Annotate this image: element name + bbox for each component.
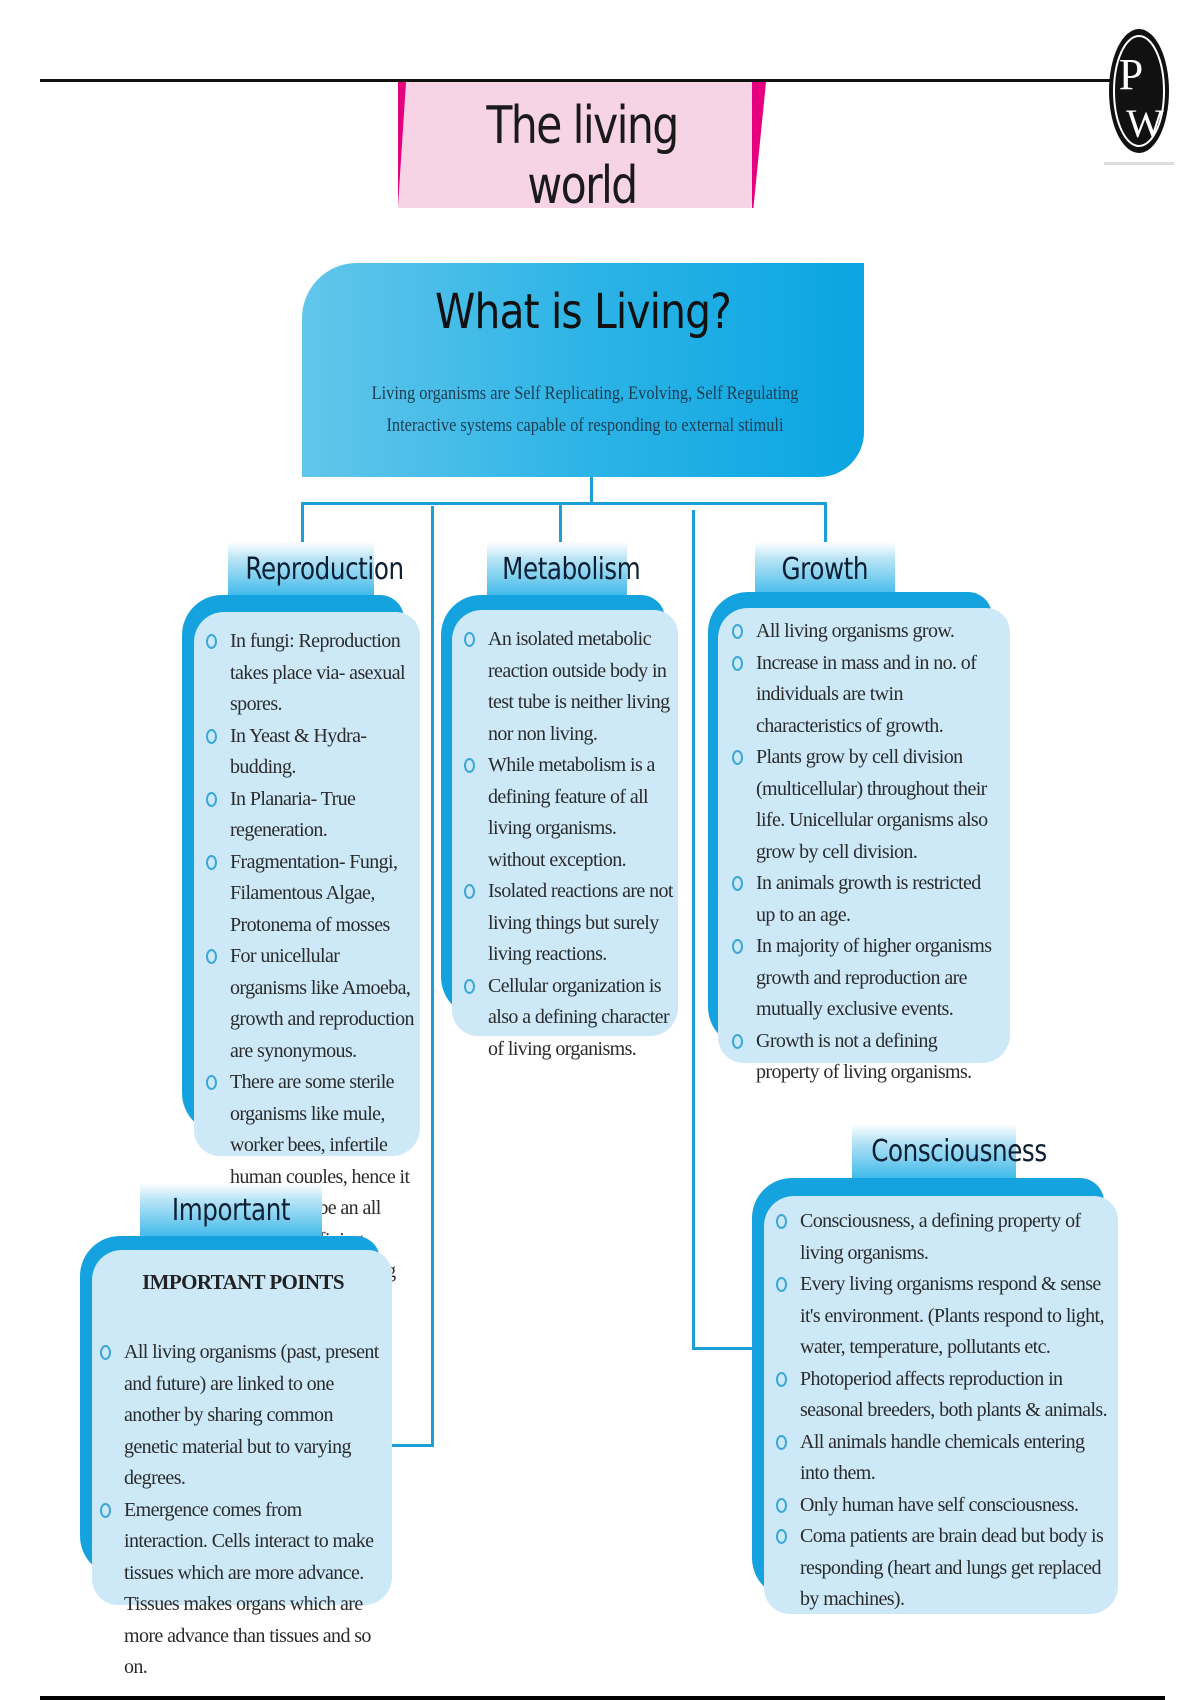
title-accent-left [398, 82, 406, 206]
list-item: All living organisms grow. [732, 616, 1000, 648]
bullet-icon [776, 1434, 787, 1450]
bullet-icon [464, 978, 475, 994]
bullet-icon [732, 750, 743, 765]
bullet-icon [776, 1277, 787, 1292]
title-banner [398, 82, 766, 208]
section-tab-important: Important Points [140, 1183, 322, 1284]
pw-logo-icon: P W [1109, 29, 1169, 153]
root-subtitle-line: Interactive systems capable of respondin… [386, 415, 784, 436]
header-rule [40, 79, 1110, 82]
list-item: Coma patients are brain dead but body is… [776, 1521, 1114, 1616]
bullet-icon [206, 854, 217, 870]
bullet-icon [464, 632, 475, 647]
list-important: All living organisms (past, present and … [100, 1337, 386, 1684]
list-item: Fragmentation- Fungi, Filamentous Algae,… [206, 847, 416, 942]
list-item: All animals handle chemicals entering in… [776, 1427, 1114, 1490]
bullet-icon [206, 1075, 217, 1090]
title-accent-right [752, 82, 766, 208]
list-item: Cellular organization is also a defining… [464, 971, 674, 1066]
connector-horizontal-bus [301, 502, 827, 505]
bullet-icon [206, 791, 217, 807]
connector-consciousness-horizontal [692, 1347, 752, 1350]
bullet-icon [732, 1033, 743, 1049]
list-item: In fungi: Reproduction takes place via- … [206, 626, 416, 721]
bullet-icon [776, 1371, 787, 1387]
list-item: Photoperiod affects reproduction in seas… [776, 1364, 1114, 1427]
list-item: For unicellular organisms like Amoeba, g… [206, 941, 416, 1067]
card-consciousness: Consciousness, a defining property of li… [764, 1196, 1118, 1614]
section-title-growth: Growth [781, 552, 869, 587]
list-metabolism: An isolated metabolic reaction outside b… [464, 624, 674, 1065]
root-subtitle: Living organisms are Self Replicating, E… [366, 378, 805, 442]
bullet-icon [100, 1345, 111, 1360]
list-item: Emergence comes from interaction. Cells … [100, 1495, 386, 1684]
bullet-icon [776, 1214, 787, 1229]
bullet-icon [776, 1497, 787, 1513]
bullet-icon [464, 884, 475, 899]
root-title: What is Living? [435, 284, 732, 340]
connector-important-vertical [431, 506, 434, 1447]
logo-underline [1104, 162, 1174, 165]
list-item: Plants grow by cell division (multicellu… [732, 742, 1000, 868]
section-tab-growth: Growth [755, 542, 895, 598]
list-consciousness: Consciousness, a defining property of li… [776, 1206, 1114, 1616]
section-tab-metabolism: Metabolism [487, 542, 641, 598]
list-item: Increase in mass and in no. of individua… [732, 648, 1000, 743]
bullet-icon [732, 624, 743, 639]
bullet-icon [732, 939, 743, 954]
list-item: In animals growth is restricted up to an… [732, 868, 1000, 931]
bullet-icon [100, 1502, 111, 1518]
page-title: The living world [486, 96, 679, 216]
root-subtitle-line: Living organisms are Self Replicating, E… [371, 383, 799, 404]
bullet-icon [464, 758, 475, 773]
logo-letter-w: W [1126, 101, 1164, 146]
list-item: All living organisms (past, present and … [100, 1337, 386, 1495]
list-item: Growth is not a defining property of liv… [732, 1026, 1000, 1089]
list-reproduction: In fungi: Reproduction takes place via- … [206, 626, 416, 1319]
card-important: IMPORTANT POINTS All living organisms (p… [92, 1250, 392, 1678]
section-title-consciousness: Consciousness [871, 1134, 1047, 1169]
logo-letter-p: P [1119, 50, 1143, 99]
connector-consciousness-vertical [692, 510, 695, 1350]
list-growth: All living organisms grow. Increase in m… [732, 616, 1000, 1089]
section-title-metabolism: Metabolism [502, 552, 641, 587]
important-heading: IMPORTANT POINTS [142, 1270, 344, 1294]
section-tab-consciousness: Consciousness [852, 1124, 1047, 1180]
card-metabolism: An isolated metabolic reaction outside b… [452, 610, 678, 1060]
card-reproduction: In fungi: Reproduction takes place via- … [194, 612, 420, 1314]
section-tab-reproduction: Reproduction [228, 542, 404, 598]
list-item: Every living organisms respond & sense i… [776, 1269, 1114, 1364]
connector-important-horizontal [390, 1444, 434, 1447]
list-item: Only human have self consciousness. [776, 1490, 1114, 1522]
list-item: In Yeast & Hydra- budding. [206, 721, 416, 784]
section-title-reproduction: Reproduction [245, 552, 404, 587]
list-item: In Planaria- True regeneration. [206, 784, 416, 847]
bullet-icon [206, 634, 217, 649]
bullet-icon [206, 728, 217, 744]
root-node [302, 263, 864, 477]
connector-metabolism [559, 502, 562, 557]
list-item: Isolated reactions are not living things… [464, 876, 674, 971]
footer-rule [40, 1696, 1165, 1700]
list-item: An isolated metabolic reaction outside b… [464, 624, 674, 750]
bullet-icon [206, 949, 217, 964]
list-item: Consciousness, a defining property of li… [776, 1206, 1114, 1269]
connector-growth [824, 502, 827, 557]
list-item: While metabolism is a defining feature o… [464, 750, 674, 876]
bullet-icon [732, 655, 743, 671]
connector-reproduction [301, 502, 304, 557]
bullet-icon [776, 1529, 787, 1544]
bullet-icon [732, 876, 743, 891]
list-item: In majority of higher organisms growth a… [732, 931, 1000, 1026]
connector-root-stem [590, 477, 593, 504]
card-growth: All living organisms grow. Increase in m… [718, 608, 1010, 1083]
